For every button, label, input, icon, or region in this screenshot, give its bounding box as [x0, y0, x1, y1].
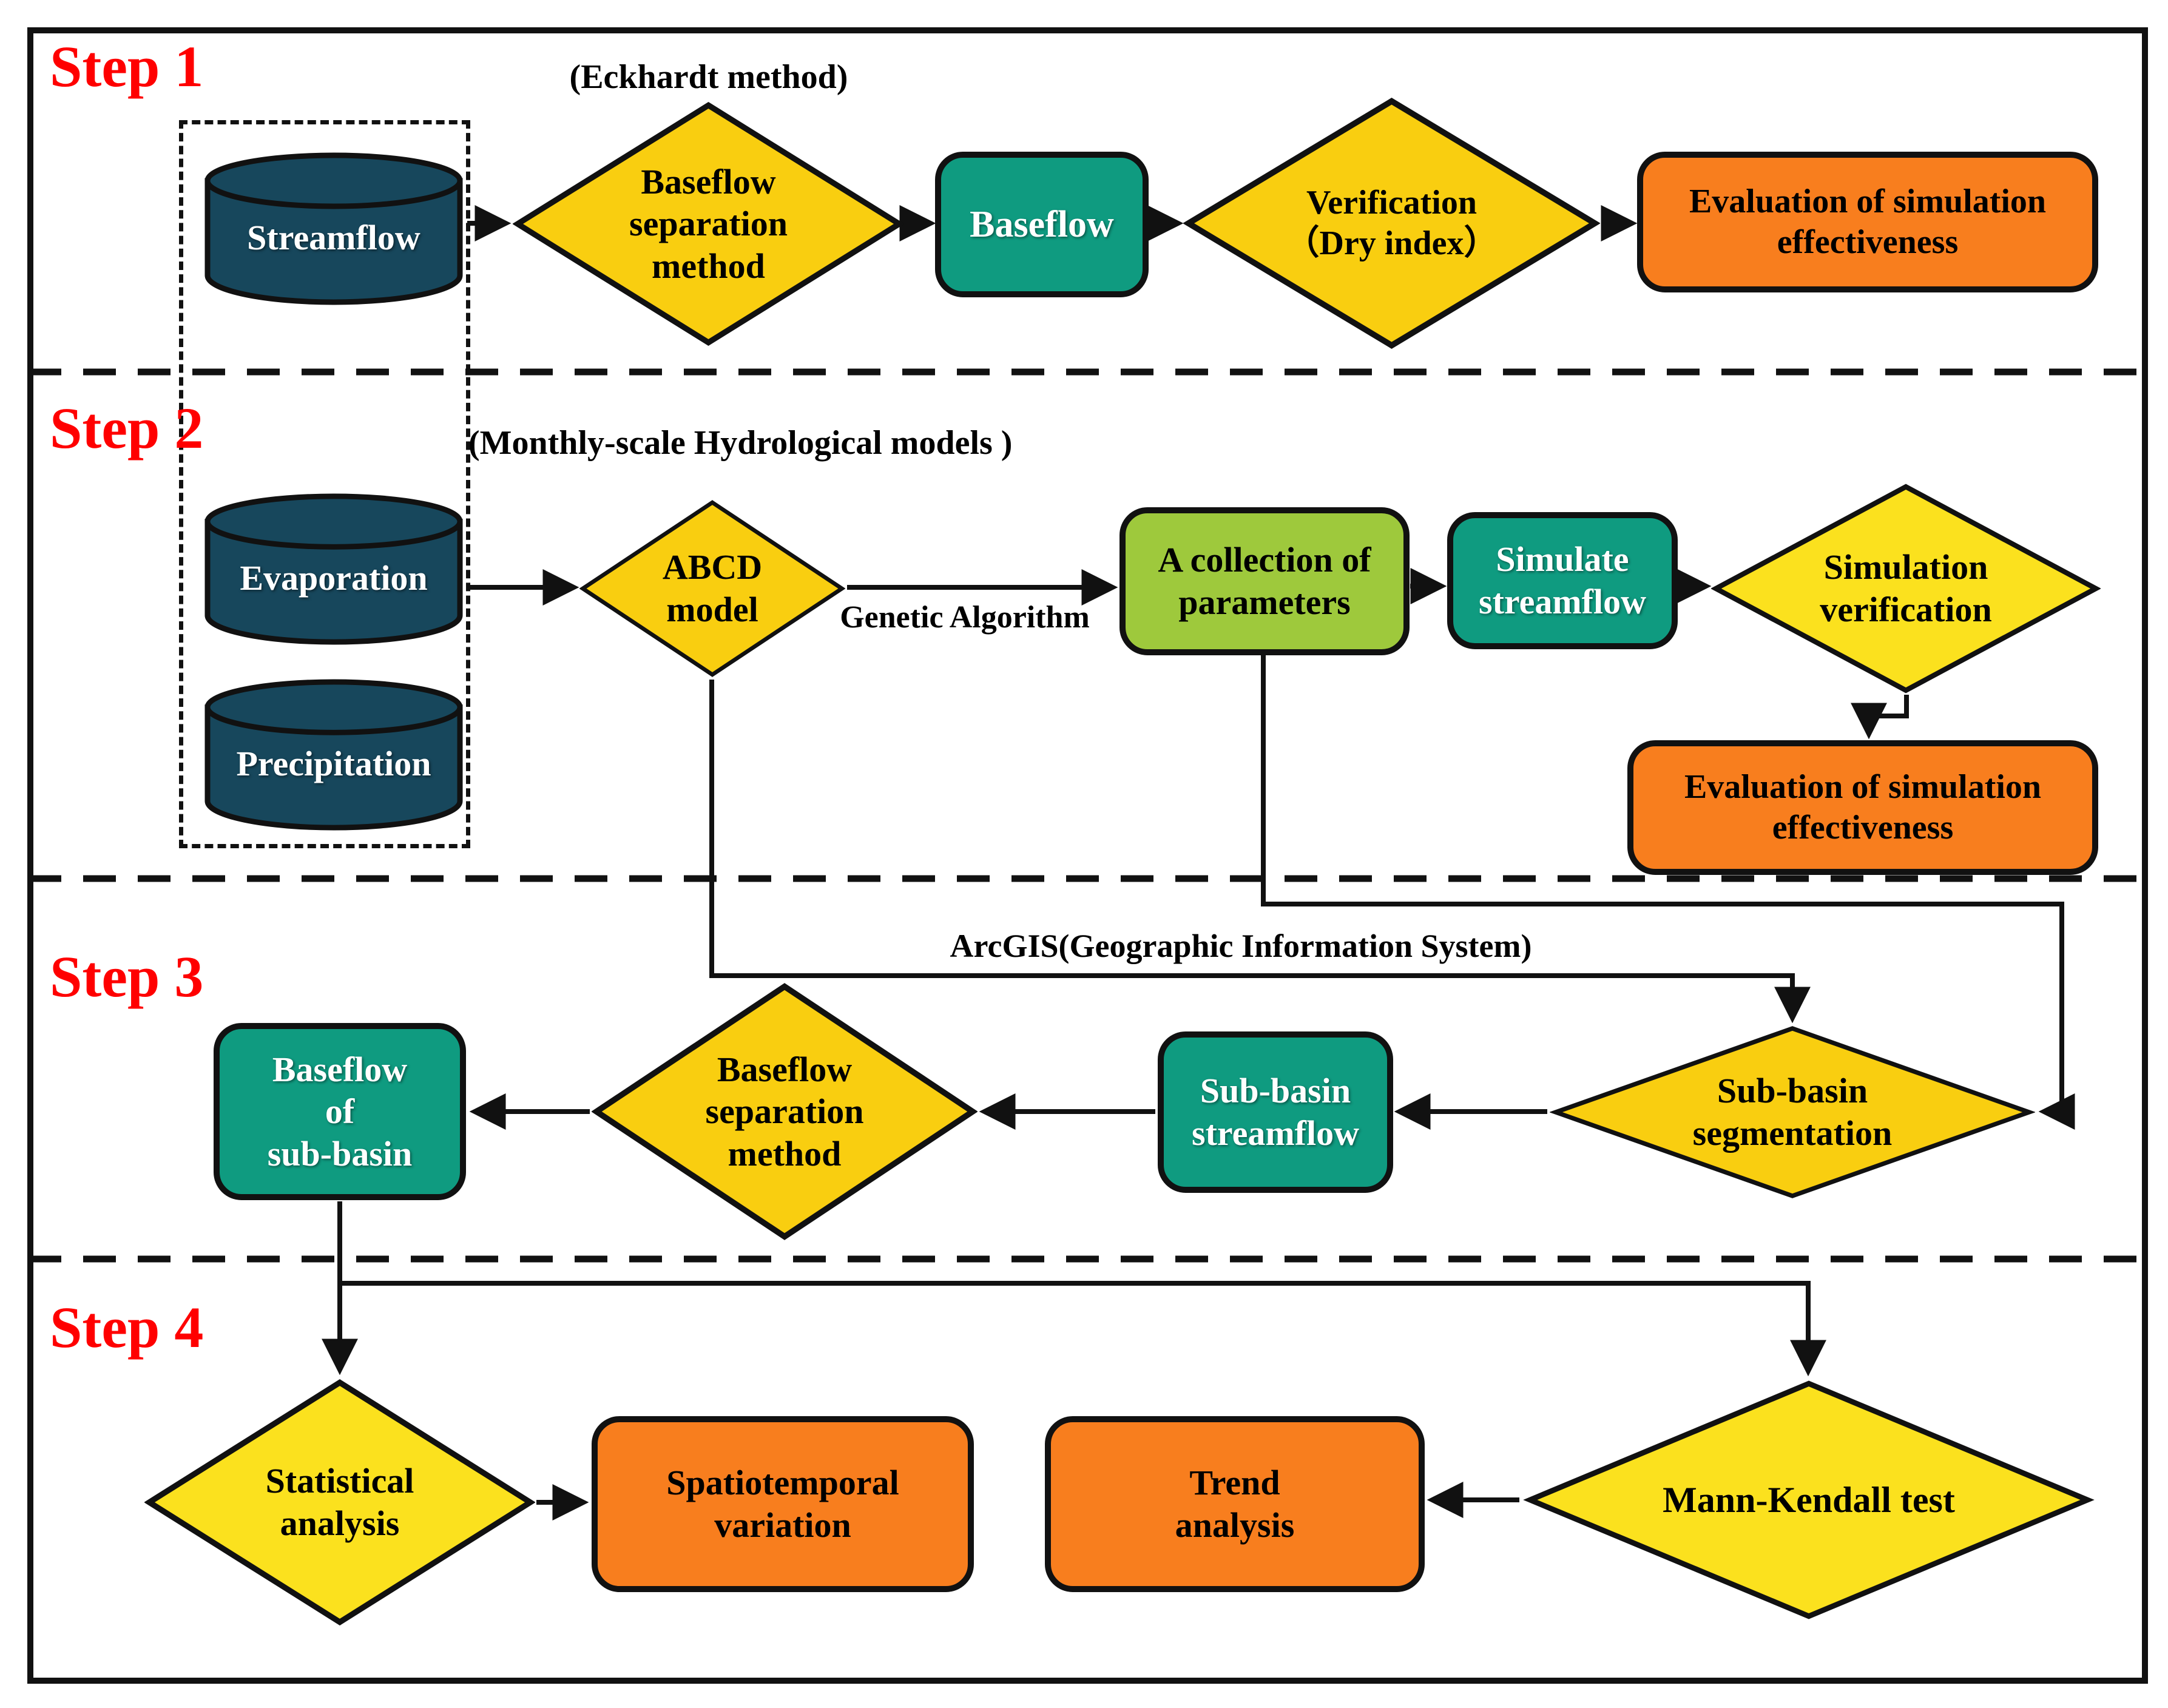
evaluation-box-step1: Evaluation of simulation effectiveness: [1637, 152, 2098, 292]
spatiotemporal-variation-box: Spatiotemporal variation: [592, 1416, 974, 1592]
streamflow-label: Streamflow: [247, 218, 420, 258]
verification-diamond: Verification （Dry index）: [1183, 96, 1600, 351]
diamond-shape: [592, 983, 978, 1240]
diamond-shape: [1711, 484, 2101, 694]
statistical-analysis-diamond: Statistical analysis: [144, 1377, 535, 1627]
monthly-scale-annotation: (Monthly-scale Hydrological models ): [468, 424, 1013, 462]
evaluation-box-step2: Evaluation of simulation effectiveness: [1627, 740, 2098, 875]
precipitation-cylinder: Precipitation: [202, 677, 465, 832]
mann-kendall-diamond: Mann-Kendall test: [1523, 1379, 2095, 1621]
evaporation-label: Evaporation: [240, 558, 428, 598]
diamond-shape: [579, 500, 845, 677]
verification-label: Verification （Dry index）: [1285, 183, 1498, 262]
eckhardt-method-annotation: (Eckhardt method): [569, 58, 848, 96]
simulation-verification-label: Simulation verification: [1820, 547, 1992, 629]
sub-basin-segmentation-label: Sub-basin segmentation: [1692, 1071, 1893, 1153]
statistical-analysis-label: Statistical analysis: [265, 1461, 414, 1543]
flow-arrows: [322, 205, 2075, 1521]
mann-kendall-label: Mann-Kendall test: [1663, 1480, 1955, 1520]
step-4-label: Step 4: [50, 1295, 204, 1360]
diamond-shape: [513, 101, 904, 346]
step-3-label: Step 3: [50, 944, 204, 1009]
abcd-model-label: ABCD model: [662, 547, 763, 629]
parameters-box: A collection of parameters: [1119, 507, 1410, 655]
diamond-shape: [1550, 1026, 2035, 1198]
figure-border: [27, 27, 2148, 1684]
baseflow-box: Baseflow: [935, 152, 1149, 297]
simulate-streamflow-box: Simulate streamflow: [1447, 512, 1678, 649]
cylinder-shape: [204, 152, 463, 305]
evaporation-cylinder: Evaporation: [202, 491, 465, 647]
baseflow-separation-step3-label: Baseflow separation method: [705, 1049, 864, 1173]
baseflow-separation-label: Baseflow separation method: [629, 161, 788, 286]
baseflow-separation-diamond-step3: Baseflow separation method: [592, 981, 978, 1242]
step-2-label: Step 2: [50, 396, 204, 461]
diamond-shape: [1523, 1380, 2095, 1619]
baseflow-separation-diamond-step1: Baseflow separation method: [513, 100, 904, 348]
sub-basin-segmentation-diamond: Sub-basin segmentation: [1550, 1025, 2035, 1200]
streamflow-cylinder: Streamflow: [202, 150, 465, 307]
sub-basin-streamflow-box: Sub-basin streamflow: [1158, 1031, 1393, 1193]
step-1-label: Step 1: [50, 34, 204, 99]
baseflow-of-sub-basin-box: Baseflow of sub-basin: [214, 1023, 466, 1200]
diamond-shape: [144, 1379, 535, 1625]
simulation-verification-diamond: Simulation verification: [1711, 482, 2101, 695]
step-dividers: [29, 368, 2147, 1263]
arcgis-label: ArcGIS(Geographic Information System): [950, 928, 1532, 964]
abcd-model-diamond: ABCD model: [579, 499, 845, 678]
cylinder-shape: [204, 493, 463, 645]
trend-analysis-box: Trend analysis: [1045, 1416, 1425, 1592]
diamond-shape: [1183, 98, 1600, 349]
genetic-algorithm-label: Genetic Algorithm: [840, 600, 1090, 635]
precipitation-label: Precipitation: [236, 744, 431, 784]
cylinder-shape: [204, 679, 463, 831]
input-data-dashed-box: [179, 120, 470, 848]
